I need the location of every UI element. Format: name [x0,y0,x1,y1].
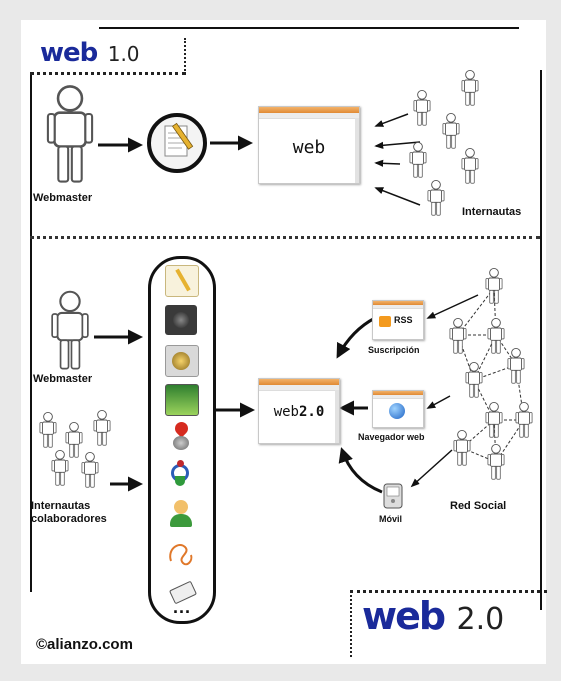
webmaster-figure-top [46,85,94,183]
web2-logo-word: web [362,594,446,638]
window-scrollbar [355,118,359,183]
photo-landscape-icon [165,384,199,416]
video-film-icon [165,345,199,377]
user-avatar-icon [165,499,197,529]
frame-right-line [540,70,542,610]
arrow-rss-to-web2 [336,316,376,359]
collaborators-label-line1: Internautas [31,500,91,512]
window-titlebar [373,391,423,395]
more-tools-dots: ... [172,597,191,617]
web2-window-text-prefix: web [273,404,299,420]
webmaster-label-top: Webmaster [33,192,93,204]
web1-logo-version: 1.0 [107,42,140,66]
alianzo-credit: ©alianzo.com [36,636,133,653]
mobile-phone-icon [383,483,403,509]
globe-icon [389,403,405,419]
window-toolbar [259,113,359,119]
social-network-label: Red Social [450,500,507,512]
collaborator-figures [39,409,111,488]
user-arrows-top [374,113,421,206]
window-toolbar [373,305,423,309]
rss-badge-text: RSS [394,315,413,325]
webmaster-figure-bottom [51,290,89,370]
web2-tools-column: ... [148,256,216,624]
web2-logo: web 2.0 [362,594,504,638]
web1-logo: web 1.0 [40,38,140,68]
speaker-audio-icon [165,305,197,335]
web2-logo-version: 2.0 [456,602,505,637]
section-separator [30,236,540,239]
collaborators-label-line2: colaboradores [31,513,107,525]
mobile-label: Móvil [379,514,403,524]
window-toolbar [259,385,339,391]
web2-window-text-version: 2.0 [299,404,325,420]
web2-browser-window: web2.0 [258,378,340,444]
navegador-window [372,390,424,428]
rss-icon [379,316,391,327]
browser-label: Navegador web [358,432,425,442]
window-toolbar [373,395,423,399]
collaborators-label: Internautas colaboradores [31,500,107,526]
window-scrollbar [335,390,339,443]
window-titlebar [373,301,423,305]
rss-window: RSS [372,300,424,340]
web1-window-text: web [292,137,326,158]
window-titlebar [259,379,339,385]
window-titlebar [259,107,359,113]
web1-browser-window: web [258,106,360,184]
web1-logo-word: web [40,38,98,68]
social-network-figures [449,267,533,480]
editor-circle-icon [147,113,207,173]
web2-logo-frame [350,590,547,657]
frame-top-line [99,27,519,29]
rss-label: Suscripción [368,345,420,355]
web1-logo-frame [30,38,186,75]
frame-left-line [30,72,32,592]
wikimedia-icon [165,460,197,490]
internautas-label-top: Internautas [462,206,522,218]
web2-window-text: web2.0 [259,404,339,420]
map-pin-globe-icon [165,419,197,452]
social-arrows [410,294,479,488]
pencil-notepad-icon [165,265,199,297]
arrow-mobile-to-web2 [338,447,383,494]
webmaster-label-bottom: Webmaster [33,373,93,385]
scribble-sketch-icon [165,539,197,569]
internautas-figures-top [409,69,479,216]
